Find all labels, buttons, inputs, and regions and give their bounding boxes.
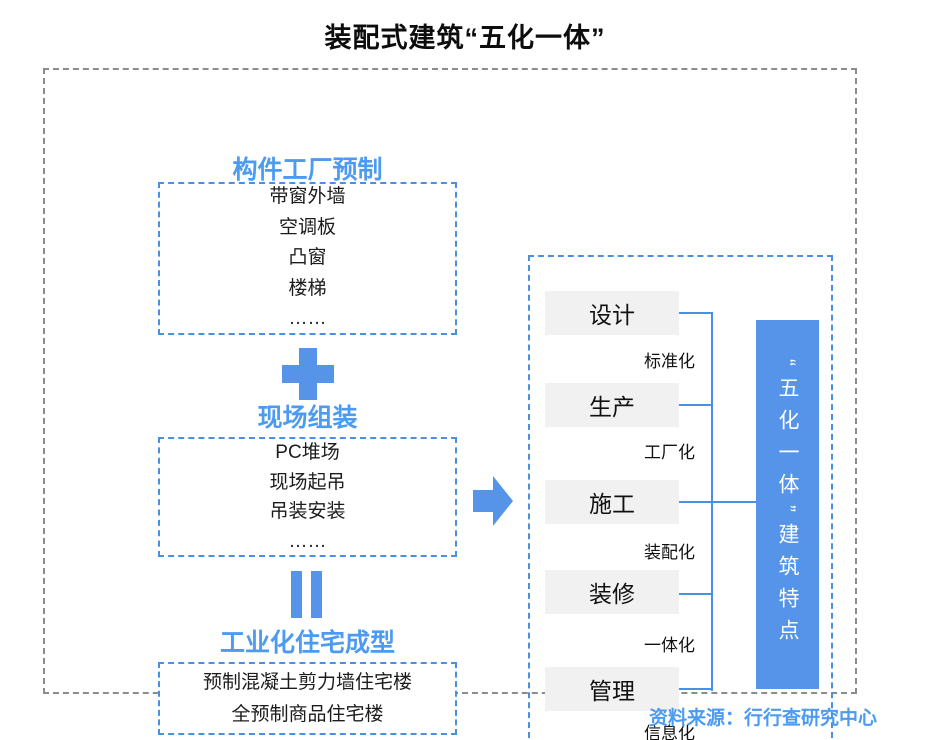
connector-stub [679, 312, 713, 314]
stage-box-management: 管理 [545, 667, 679, 711]
stage-box-decoration: 装修 [545, 570, 679, 614]
plus-icon [282, 348, 334, 400]
section-heading-factory-prefab: 构件工厂预制 [232, 156, 383, 184]
stage-label-assembly: 装配化 [644, 543, 695, 562]
result-box-label: “五化一体”建筑特点 [776, 358, 799, 651]
plus-icon-bar [282, 365, 334, 383]
list-item: PC堆场 [275, 442, 340, 463]
equals-icon-bar [291, 571, 302, 618]
connector-stub [679, 593, 713, 595]
equals-icon-bar [311, 571, 322, 618]
equals-icon [291, 571, 323, 618]
list-item: 凸窗 [288, 247, 327, 269]
stage-box-construction: 施工 [545, 480, 679, 524]
stage-box-production: 生产 [545, 383, 679, 427]
stage-box-design: 设计 [545, 291, 679, 335]
five-modernizations-panel: 设计 标准化 生产 工厂化 施工 装配化 装修 一体化 管理 信息化 “五化一体… [528, 255, 833, 740]
industrialized-housing-box: 预制混凝土剪力墙住宅楼 全预制商品住宅楼 [158, 662, 457, 735]
right-arrow-icon [473, 476, 513, 526]
list-item: 空调板 [278, 216, 336, 238]
section-heading-onsite-assembly: 现场组装 [257, 404, 358, 432]
list-item: 预制混凝土剪力墙住宅楼 [202, 671, 412, 693]
factory-prefab-box: 带窗外墙 空调板 凸窗 楼梯 …… [158, 182, 457, 335]
list-item: …… [288, 530, 327, 552]
stage-label-integration: 一体化 [644, 636, 695, 655]
list-item: 现场起吊 [269, 471, 346, 493]
onsite-assembly-box: PC堆场 现场起吊 吊装安装 …… [158, 437, 457, 557]
result-box: “五化一体”建筑特点 [756, 320, 819, 689]
connector-stub-middle [679, 501, 756, 503]
stage-label-factorization: 工厂化 [644, 443, 695, 462]
connector-stub [679, 688, 713, 690]
data-source-note: 资料来源：行行查研究中心 [648, 708, 877, 729]
section-heading-industrialized-housing: 工业化住宅成型 [219, 629, 395, 657]
list-item: 吊装安装 [269, 501, 346, 522]
list-item: 楼梯 [288, 277, 327, 299]
page-title: 装配式建筑“五化一体” [324, 23, 606, 53]
diagram-border: 构件工厂预制 带窗外墙 空调板 凸窗 楼梯 …… 现场组装 PC堆场 现场起吊 … [43, 68, 857, 740]
stage-label-informatization: 信息化 [644, 724, 695, 740]
list-item: 全预制商品住宅楼 [231, 703, 384, 725]
list-item: 带窗外墙 [269, 186, 346, 208]
stage-label-standardization: 标准化 [644, 352, 695, 371]
list-item: …… [288, 308, 327, 330]
connector-stub [679, 404, 713, 406]
